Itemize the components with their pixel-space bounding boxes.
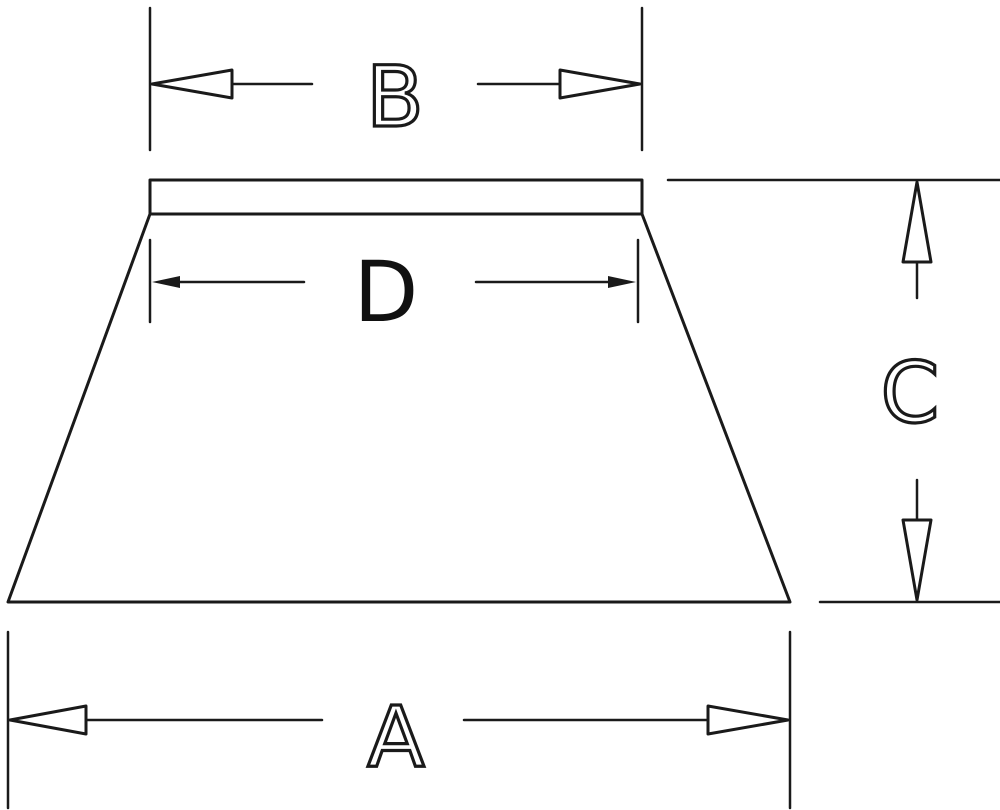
arrowhead-d-right [608,276,636,288]
label-b: B [366,48,424,146]
arrowhead-a-right [706,704,790,736]
top-flange [148,178,644,216]
arrowhead-b-right [558,68,642,100]
dimension-b: B [148,6,644,152]
arrowhead-a-left [8,704,88,736]
dimension-c: C [666,178,1000,604]
label-d: D [354,243,419,341]
arrowhead-d-left [152,276,180,288]
part-outline [6,178,792,604]
trapezoid-body [6,212,792,604]
label-a: A [367,688,424,786]
dimension-a: A [6,630,792,810]
arrowhead-b-left [150,68,234,100]
arrowhead-c-bottom [901,518,933,602]
label-c: C [881,344,940,442]
dimension-d: D [148,238,640,341]
arrowhead-c-top [901,180,933,264]
